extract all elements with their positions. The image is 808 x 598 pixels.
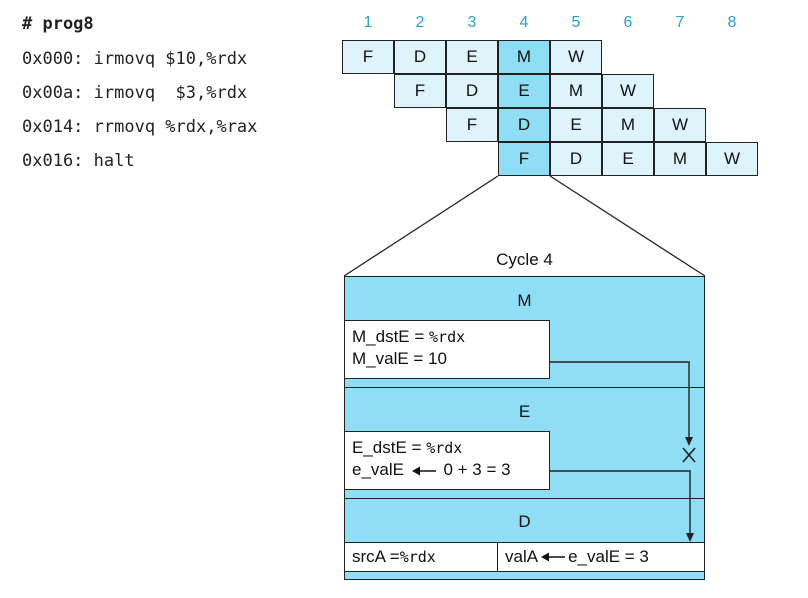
m-vale-text: M_valE = 10 [352, 349, 447, 368]
cycle-number: 4 [519, 14, 529, 31]
m-vale-arrowhead [685, 437, 693, 446]
program-title: # prog8 [22, 14, 94, 34]
stage-cell-execute: E [550, 108, 602, 142]
cycle-number: 1 [363, 14, 373, 31]
val-a-label: valA [505, 547, 539, 566]
e-dste-label: E_dstE = [352, 438, 427, 457]
e-stage-label: E [518, 402, 531, 421]
stage-cell-memory: M [550, 74, 602, 108]
src-a-box: srcA = %rdx [344, 542, 498, 572]
m-register-box: M_dstE = %rdx M_valE = 10 [344, 320, 550, 379]
cycle-number: 5 [571, 14, 581, 31]
src-a-value: %rdx [399, 548, 436, 566]
detail-title: Cycle 4 [496, 250, 553, 269]
stage-cell-fetch: F [446, 108, 498, 142]
m-dste-label: M_dstE = [352, 327, 430, 346]
blocked-x-icon [682, 447, 696, 463]
e-vale-wire [550, 470, 691, 534]
stage-cell-memory: M [602, 108, 654, 142]
stage-cell-decode: D [394, 40, 446, 74]
code-line-3: 0x014: rrmovq %rdx,%rax [22, 117, 258, 137]
cycle-number: 8 [727, 14, 737, 31]
stage-cell-fetch: F [394, 74, 446, 108]
stage-cell-execute: E [446, 40, 498, 74]
code-line-2: 0x00a: irmovq $3,%rdx [22, 83, 248, 103]
stage-cell-memory: M [498, 40, 550, 74]
stage-cell-fetch: F [342, 40, 394, 74]
stage-cell-writeback: W [602, 74, 654, 108]
stage-cell-decode: D [550, 142, 602, 176]
code-line-1: 0x000: irmovq $10,%rdx [22, 49, 248, 69]
cycle-number: 2 [415, 14, 425, 31]
stage-cell-writeback: W [706, 142, 758, 176]
d-stage-label: D [518, 512, 531, 531]
e-register-box: E_dstE = %rdx e_valE 0 + 3 = 3 [344, 431, 550, 490]
e-dste-value: %rdx [426, 439, 463, 457]
val-a-value: e_valE = 3 [568, 547, 649, 566]
stage-cell-writeback: W [550, 40, 602, 74]
e-vale-value: 0 + 3 = 3 [443, 460, 511, 479]
stage-cell-memory: M [654, 142, 706, 176]
m-stage-label: M [517, 291, 532, 310]
e-vale-arrowhead [686, 533, 694, 542]
m-vale-wire [550, 361, 690, 442]
stage-cell-decode: D [498, 108, 550, 142]
stage-cell-decode: D [446, 74, 498, 108]
cycle-number: 7 [675, 14, 685, 31]
code-line-4: 0x016: halt [22, 151, 135, 171]
val-a-box: valA e_valE = 3 [497, 542, 705, 572]
stage-cell-execute: E [602, 142, 654, 176]
src-a-label: srcA = [352, 547, 400, 566]
e-vale-label: e_valE [352, 460, 404, 479]
stage-cell-writeback: W [654, 108, 706, 142]
left-arrow-icon [541, 552, 566, 562]
stage-cell-fetch: F [498, 142, 550, 176]
cycle-number: 3 [467, 14, 477, 31]
cycle-number: 6 [623, 14, 633, 31]
left-arrow-icon [411, 466, 436, 476]
m-dste-value: %rdx [429, 328, 466, 346]
stage-cell-execute: E [498, 74, 550, 108]
